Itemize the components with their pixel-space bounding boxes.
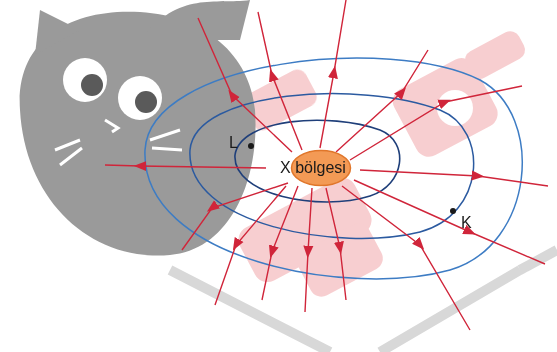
region-node: X bölgesi (276, 155, 350, 181)
field-lines (105, 0, 548, 330)
point-k (450, 208, 456, 214)
region-label: X bölgesi (280, 159, 346, 177)
point-label: L (229, 134, 238, 152)
point-l (248, 143, 254, 149)
watermark (20, 0, 557, 352)
point-label: K (461, 214, 472, 232)
equipotential-curves (145, 58, 522, 279)
